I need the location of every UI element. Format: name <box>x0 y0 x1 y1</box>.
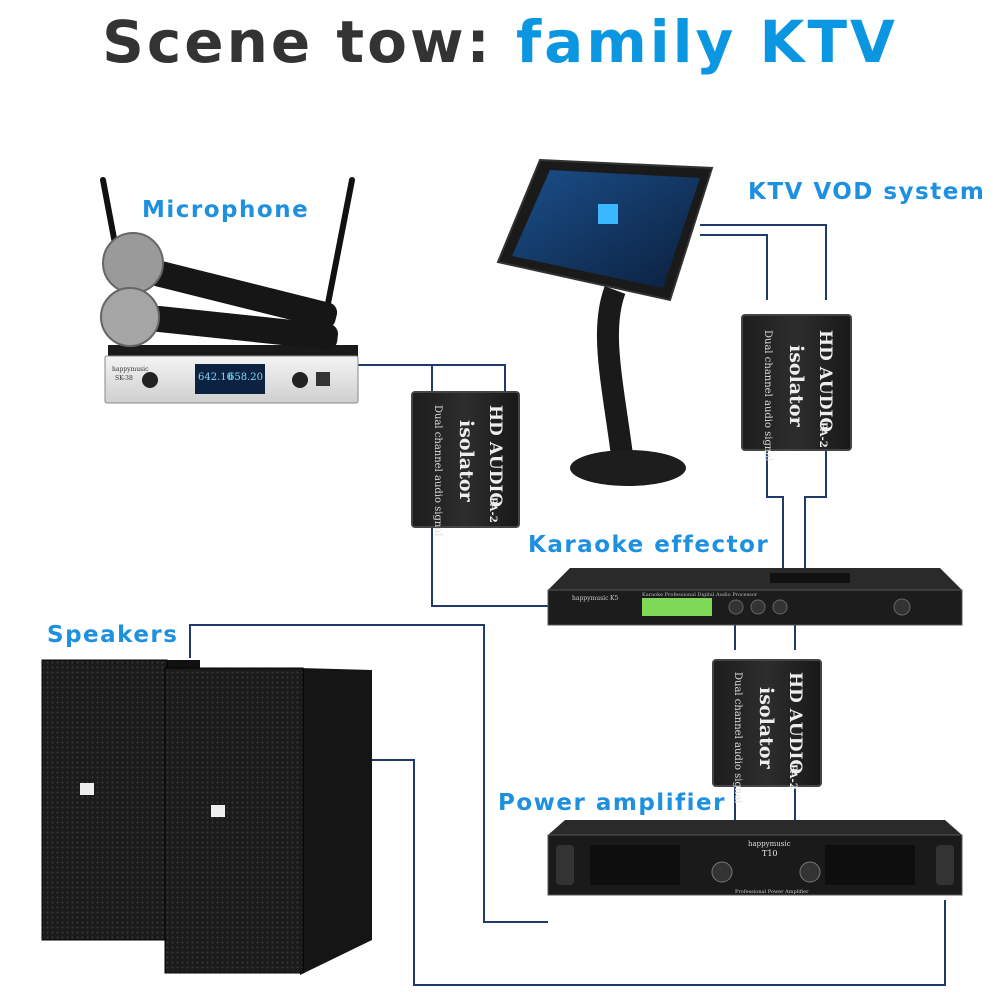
effector-knob-main <box>893 598 911 616</box>
signal-wires <box>189 224 946 986</box>
power-amplifier: happymusic T10 Professional Power Amplif… <box>547 820 963 896</box>
wire-vod-to-isolator-b <box>700 224 827 300</box>
wire-isolator1-to-effector <box>431 527 548 607</box>
isolator-3-title: HD AUDIO <box>785 672 805 774</box>
label-power-amplifier: Power amplifier <box>498 790 726 816</box>
amp-brand: happymusic <box>748 840 791 848</box>
speaker-right-side <box>300 668 372 975</box>
amp-knob-right <box>799 861 821 883</box>
effector-knob-3 <box>772 599 788 615</box>
effector-desc: Karaoke Professional Digital Audio Proce… <box>642 592 758 598</box>
isolator-2-model: PA-2 <box>817 422 828 448</box>
wire-mic-to-isolator-b <box>358 364 506 392</box>
isolator-3-name: isolator <box>755 687 777 770</box>
receiver-freq-1: 642.10 <box>198 372 233 383</box>
isolator-3: HD AUDIO PA-2 isolator Dual channel audi… <box>712 659 822 804</box>
title-prefix: Scene tow: <box>102 8 493 76</box>
mic-head-top <box>102 232 164 294</box>
vod-tablet-screen <box>512 170 700 288</box>
receiver-model: SK-38 <box>115 375 133 382</box>
label-karaoke-effector: Karaoke effector <box>528 532 770 558</box>
speakers <box>41 659 372 975</box>
vod-system <box>496 158 714 486</box>
wire-amp-to-speaker-left <box>189 624 548 923</box>
label-speakers: Speakers <box>47 622 179 648</box>
effector-vent <box>770 573 850 583</box>
vod-stand-pole <box>596 286 633 457</box>
isolator-1: HD AUDIO PA-2 isolator Dual channel audi… <box>411 391 520 537</box>
mic-head-bottom <box>100 287 160 347</box>
receiver-display <box>195 364 265 394</box>
amp-knob-left <box>711 861 733 883</box>
effector-knob-1 <box>728 599 744 615</box>
wire-vod-to-isolator-a <box>700 234 768 300</box>
label-microphone: Microphone <box>142 197 310 223</box>
amp-desc: Professional Power Amplifier <box>735 889 809 895</box>
amp-vent-left <box>590 845 680 885</box>
speaker-left-front <box>41 659 168 941</box>
receiver-freq-2: 658.20 <box>228 372 263 383</box>
vod-stand-base <box>570 450 686 486</box>
effector-knob-2 <box>750 599 766 615</box>
mic-handle-top <box>145 260 338 329</box>
isolator-3-desc: Dual channel audio signal <box>732 672 743 804</box>
effector-brand: happymusic <box>572 595 609 602</box>
isolator-2: HD AUDIO PA-2 isolator Dual channel audi… <box>741 314 852 462</box>
receiver-knob-right <box>292 372 308 388</box>
amp-model: T10 <box>762 849 778 858</box>
page-title: Scene tow: family KTV <box>0 8 1000 76</box>
receiver-top <box>108 345 358 357</box>
effector-model: K5 <box>610 595 618 602</box>
isolator-1-desc: Dual channel audio signal <box>432 405 443 537</box>
label-vod-system: KTV VOD system <box>748 179 986 205</box>
receiver-power-button <box>316 372 330 386</box>
effector-display <box>642 598 712 616</box>
karaoke-effector: happymusic K5 Karaoke Professional Digit… <box>547 568 963 626</box>
amp-top <box>548 820 962 835</box>
effector-top <box>548 568 962 590</box>
wire-isolator2-to-effector-b <box>804 450 827 568</box>
isolator-1-model: PA-2 <box>487 497 498 523</box>
amp-handle-left <box>556 845 574 885</box>
title-highlight: family KTV <box>515 8 898 76</box>
isolator-2-name: isolator <box>785 345 807 428</box>
speaker-right-logo <box>211 805 225 817</box>
effector-front <box>547 589 963 626</box>
wire-isolator2-to-effector-a <box>766 450 784 568</box>
isolator-1-name: isolator <box>455 420 477 503</box>
mic-handle-bottom <box>148 305 338 350</box>
isolator-3-model: PA-2 <box>787 764 798 790</box>
wire-mic-to-isolator-a <box>358 364 433 392</box>
wire-amp-to-speaker-right <box>372 759 946 986</box>
amp-vent-right <box>825 845 915 885</box>
microphone-system: 642.10 658.20 happymusic SK-38 <box>100 177 359 404</box>
receiver-knob-left <box>142 372 158 388</box>
isolator-2-title: HD AUDIO <box>815 330 835 432</box>
isolator-1-title: HD AUDIO <box>485 405 505 507</box>
vod-chart-icon <box>598 204 618 224</box>
speaker-left-logo <box>80 783 94 795</box>
amp-handle-right <box>936 845 954 885</box>
receiver-brand: happymusic <box>112 366 149 373</box>
speaker-right-front <box>164 667 304 974</box>
isolator-2-desc: Dual channel audio signal <box>762 330 773 462</box>
